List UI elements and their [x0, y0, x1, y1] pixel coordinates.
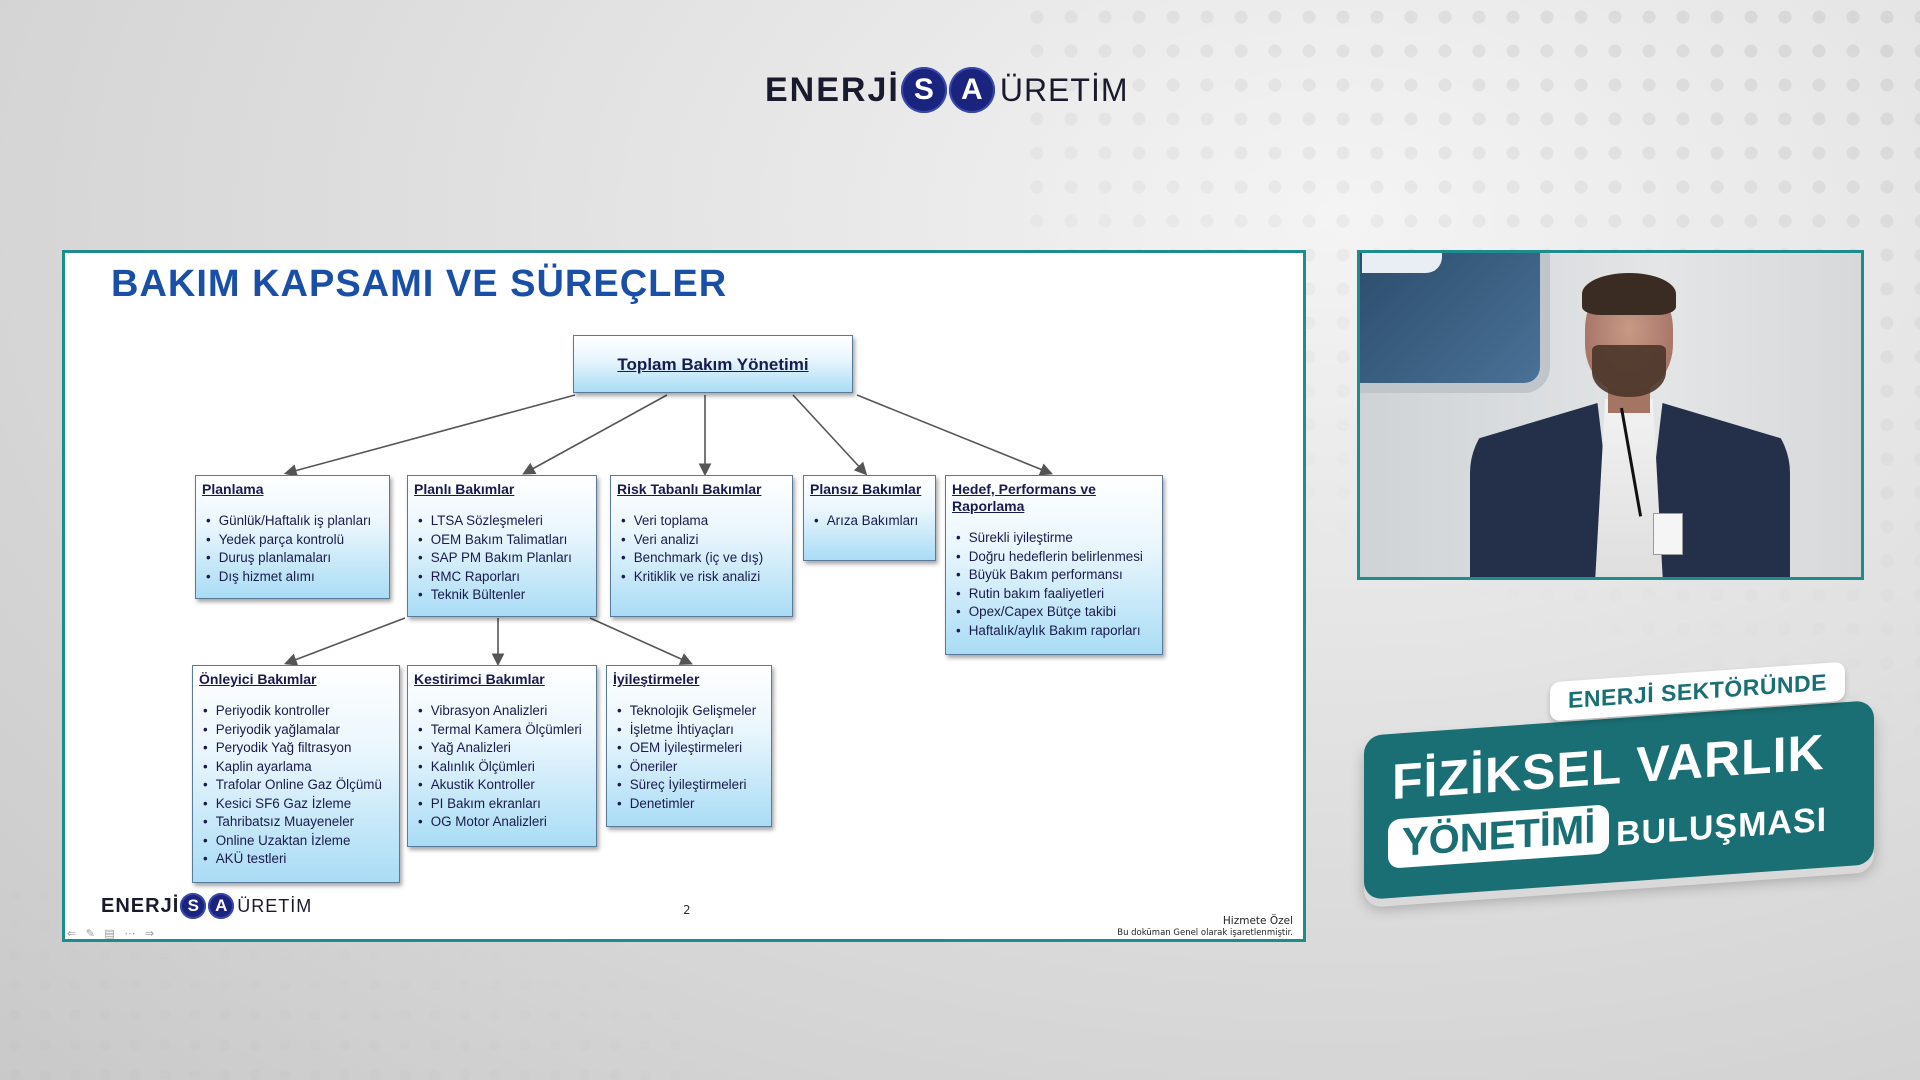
node-title: Risk Tabanlı Bakımlar [617, 481, 762, 497]
node-item: Yağ Analizleri [418, 739, 590, 758]
brand-circle-s: S [180, 893, 207, 919]
brand-circle-a: A [208, 893, 235, 919]
slide-navigation-tools[interactable]: ⇐ ✎ ▤ ⋯ ⇒ [67, 927, 158, 940]
node-item: OG Motor Analizleri [418, 813, 590, 832]
slide-page-number: 2 [683, 903, 691, 917]
org-chart-connectors [283, 394, 1053, 667]
brand-circle-s: S [900, 67, 947, 113]
node-item: Öneriler [617, 758, 765, 777]
node-item: Kalınlık Ölçümleri [418, 758, 590, 777]
node-risk-tabanli-bakimlar: Risk Tabanlı Bakımlar Veri toplama Veri … [610, 475, 793, 617]
presentation-slide: BAKIM KAPSAMI VE SÜREÇLER Toplam Bakım Y… [62, 250, 1306, 942]
brand-part1: ENERJİ [101, 894, 180, 917]
node-item: OEM Bakım Talimatları [418, 531, 590, 550]
node-plansiz-bakimlar: Plansız Bakımlar Arıza Bakımları [803, 475, 936, 561]
brand-part1: ENERJİ [765, 70, 900, 109]
brand-circle-a: A [948, 67, 995, 113]
node-item: Veri analizi [621, 531, 786, 550]
node-item: SAP PM Bakım Planları [418, 549, 590, 568]
node-item: Trafolar Online Gaz Ölçümü [203, 776, 393, 795]
node-item: Vibrasyon Analizleri [418, 702, 590, 721]
node-item: Kesici SF6 Gaz İzleme [203, 795, 393, 814]
node-item: Duruş planlamaları [206, 549, 383, 568]
node-title: İyileştirmeler [613, 671, 700, 687]
node-item: Arıza Bakımları [814, 512, 929, 531]
node-title: Planlı Bakımlar [414, 481, 515, 497]
node-title: Planlama [202, 481, 264, 497]
node-kestirimci-bakimlar: Kestirimci Bakımlar Vibrasyon Analizleri… [407, 665, 597, 847]
slide-brand-logo: ENERJİ S A ÜRETİM [101, 893, 312, 919]
node-item: Teknolojik Gelişmeler [617, 702, 765, 721]
node-item: Günlük/Haftalık iş planları [206, 512, 383, 531]
node-item: Büyük Bakım performansı [956, 566, 1156, 585]
node-item: Periyodik kontroller [203, 702, 393, 721]
brand-part2: ÜRETİM [999, 71, 1129, 108]
node-item: Veri toplama [621, 512, 786, 531]
node-root: Toplam Bakım Yönetimi [573, 335, 853, 393]
node-title: Hedef, Performans ve Raporlama [952, 481, 1096, 514]
node-iyilestirmeler: İyileştirmeler Teknolojik Gelişmeler İşl… [606, 665, 772, 827]
slide-classification: Hizmete Özel Bu doküman Genel olarak işa… [1117, 915, 1293, 939]
node-hedef-performans: Hedef, Performans ve Raporlama Sürekli i… [945, 475, 1163, 655]
node-item: PI Bakım ekranları [418, 795, 590, 814]
node-item: Opex/Capex Bütçe takibi [956, 603, 1156, 622]
node-onleyici-bakimlar: Önleyici Bakımlar Periyodik kontroller P… [192, 665, 400, 883]
classification-note: Bu doküman Genel olarak işaretlenmiştir. [1117, 928, 1293, 938]
node-item: Denetimler [617, 795, 765, 814]
node-item: OEM İyileştirmeleri [617, 739, 765, 758]
node-item: LTSA Sözleşmeleri [418, 512, 590, 531]
name-badge [1653, 513, 1683, 555]
node-item: İşletme İhtiyaçları [617, 721, 765, 740]
node-item: Haftalık/aylık Bakım raporları [956, 622, 1156, 641]
node-item: Tahribatsız Muayeneler [203, 813, 393, 832]
node-item: Rutin bakım faaliyetleri [956, 585, 1156, 604]
node-item: Benchmark (iç ve dış) [621, 549, 786, 568]
node-root-title: Toplam Bakım Yönetimi [617, 354, 809, 374]
node-item: Termal Kamera Ölçümleri [418, 721, 590, 740]
node-item: Dış hizmet alımı [206, 568, 383, 587]
speaker-camera-feed [1357, 250, 1864, 580]
classification-label: Hizmete Özel [1222, 915, 1293, 927]
node-item: RMC Raporları [418, 568, 590, 587]
node-item: Teknik Bültenler [418, 586, 590, 605]
node-item: Yedek parça kontrolü [206, 531, 383, 550]
brand-part2: ÜRETİM [237, 895, 313, 916]
background-screen [1360, 253, 1550, 393]
node-item: AKÜ testleri [203, 850, 393, 869]
node-item: Kaplin ayarlama [203, 758, 393, 777]
node-item: Doğru hedeflerin belirlenmesi [956, 548, 1156, 567]
node-item: Sürekli iyileştirme [956, 529, 1156, 548]
event-title-badge: ENERJİ SEKTÖRÜNDE FİZİKSEL VARLIK YÖNETİ… [1358, 661, 1886, 900]
node-item: Periyodik yağlamalar [203, 721, 393, 740]
node-title: Plansız Bakımlar [810, 481, 922, 497]
node-item: Süreç İyileştirmeleri [617, 776, 765, 795]
slide-title: BAKIM KAPSAMI VE SÜREÇLER [111, 263, 728, 305]
node-planlama: Planlama Günlük/Haftalık iş planları Yed… [195, 475, 390, 599]
top-brand-logo: ENERJİ S A ÜRETİM [765, 60, 1128, 120]
speaker-figure [1470, 273, 1790, 577]
node-item: Online Uzaktan İzleme [203, 832, 393, 851]
node-item: Kritiklik ve risk analizi [621, 568, 786, 587]
node-title: Önleyici Bakımlar [199, 671, 317, 687]
node-planli-bakimlar: Planlı Bakımlar LTSA Sözleşmeleri OEM Ba… [407, 475, 597, 617]
node-item: Peryodik Yağ filtrasyon [203, 739, 393, 758]
node-item: Akustik Kontroller [418, 776, 590, 795]
node-title: Kestirimci Bakımlar [414, 671, 545, 687]
